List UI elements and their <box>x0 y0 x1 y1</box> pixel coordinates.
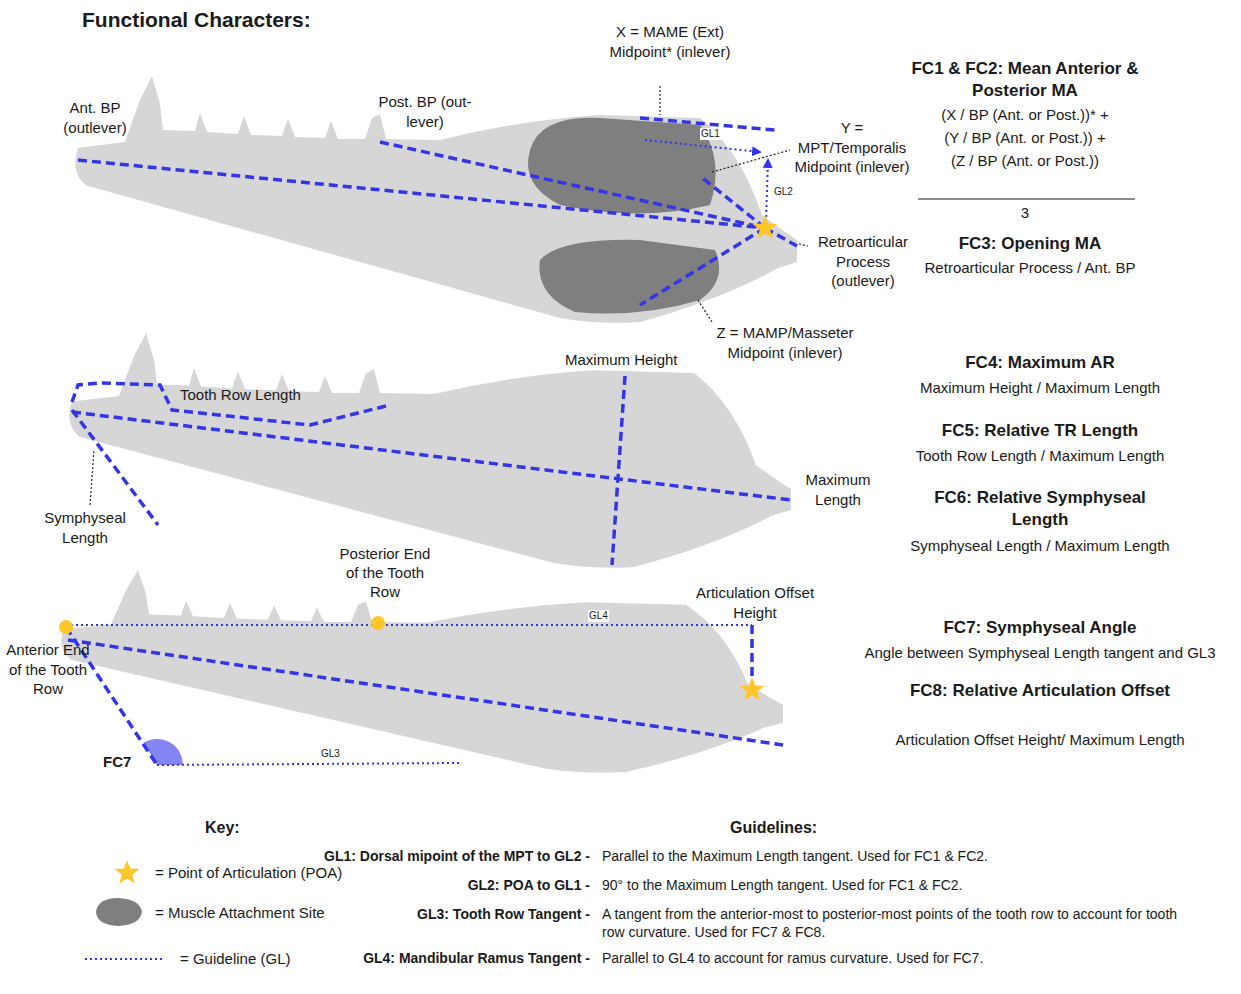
guideline-tag: GL2 <box>773 186 794 198</box>
symphyseal-length <box>72 410 158 525</box>
heading-label: FC7 <box>103 752 131 772</box>
guideline-tag: GL3 <box>320 748 341 760</box>
annotation-label: Retroarticular Process / Ant. BP <box>925 258 1136 278</box>
post-bp-lever <box>380 142 765 228</box>
articulation-star <box>753 215 778 239</box>
annotation-label: Tooth Row Length / Maximum Length <box>916 446 1164 466</box>
muscle-site <box>528 118 716 214</box>
legend-text: = Muscle Attachment Site <box>155 903 325 923</box>
annotation-label: Post. BP (out-lever) <box>375 92 475 131</box>
leader-line <box>659 86 660 115</box>
heading-label: FC7: Symphyseal Angle <box>943 617 1136 639</box>
annotation-label: Y = MPT/Temporalis Midpoint (inlever) <box>792 118 912 177</box>
legend-text: = Point of Articulation (POA) <box>155 863 342 883</box>
annotation-label: Parallel to GL4 to account for ramus cur… <box>602 950 983 968</box>
tooth-row-point <box>371 616 385 630</box>
annotation-label: Angle between Symphyseal Length tangent … <box>864 643 1215 663</box>
annotation-label: 3 <box>1021 203 1029 223</box>
gl3-line <box>157 763 460 765</box>
annotation-label: (Y / BP (Ant. or Post.)) + <box>944 128 1106 148</box>
annotation-label: Symphyseal Length / Maximum Length <box>910 536 1169 556</box>
annotation-label: Ant. BP (outlever) <box>45 98 145 137</box>
heading-label: GL2: POA to GL1 - <box>468 877 590 895</box>
annotation-label: Symphyseal Length <box>38 508 133 547</box>
annotation-label: 90° to the Maximum Length tangent. Used … <box>602 877 962 895</box>
jaw-outline <box>69 333 791 568</box>
annotation-label: (Z / BP (Ant. or Post.)) <box>951 151 1099 171</box>
ant-bp-lever <box>78 160 765 228</box>
y-inlever <box>700 176 765 228</box>
heading-label: FC1 & FC2: Mean Anterior & Posterior MA <box>900 58 1150 102</box>
muscle-site <box>539 240 719 314</box>
articulation-star <box>740 677 765 701</box>
heading-label: GL3: Tooth Row Tangent - <box>417 906 590 924</box>
heading-label: GL1: Dorsal mipoint of the MPT to GL2 - <box>324 848 590 866</box>
heading-label: FC8: Relative Articulation Offset <box>905 680 1175 702</box>
heading-label: FC4: Maximum AR <box>965 352 1115 374</box>
leader-line <box>712 150 790 172</box>
annotation-label: Anterior End of the Tooth Row <box>4 640 92 699</box>
heading-label: Key: <box>205 818 240 839</box>
annotation-label: A tangent from the anterior-most to post… <box>602 906 1182 941</box>
legend-star <box>115 860 140 884</box>
gl2-line <box>766 160 768 222</box>
maximum-length <box>68 640 783 745</box>
heading-label: FC5: Relative TR Length <box>942 420 1138 442</box>
annotation-label: Parallel to the Maximum Length tangent. … <box>602 848 988 866</box>
legend-text: = Guideline (GL) <box>180 949 290 969</box>
fraction-bar <box>918 198 1135 199</box>
gl4-line <box>66 624 752 626</box>
leader-line <box>90 450 94 505</box>
maximum-length <box>72 412 791 500</box>
heading-label: Guidelines: <box>730 818 817 839</box>
annotation-label: Tooth Row Length <box>180 385 301 405</box>
heading-label: GL4: Mandibular Ramus Tangent - <box>363 950 590 968</box>
tooth-row-point <box>59 620 73 634</box>
annotation-label: Maximum Height <box>565 350 678 370</box>
z-inlever <box>640 228 765 305</box>
maximum-height <box>612 376 625 565</box>
guideline-tag: GL4 <box>588 610 609 622</box>
annotation-label: Retroarticular Process (outlever) <box>806 232 921 291</box>
gl1-line <box>645 140 760 152</box>
annotation-label: (X / BP (Ant. or Post.))* + <box>941 105 1109 125</box>
articulation-offset <box>750 625 754 680</box>
heading-label: FC3: Opening MA <box>959 233 1102 255</box>
annotation-label: Posterior End of the Tooth Row <box>335 545 435 601</box>
annotation-label: Maximum Length <box>796 470 881 509</box>
legend-line <box>85 958 165 960</box>
legend-swatch <box>96 898 142 926</box>
leader-line <box>799 244 808 246</box>
guideline-tag: GL1 <box>700 128 721 140</box>
annotation-label: Articulation Offset Height <box>680 583 830 622</box>
annotation-label: Maximum Height / Maximum Length <box>920 378 1160 398</box>
symphyseal-angle <box>144 739 183 765</box>
figure-title: Functional Characters: <box>82 6 311 33</box>
annotation-label: Articulation Offset Height/ Maximum Leng… <box>895 730 1184 750</box>
jaw-outline <box>75 76 797 323</box>
annotation-label: X = MAME (Ext) Midpoint* (inlever) <box>600 22 740 61</box>
heading-label: FC6: Relative Symphyseal Length <box>905 487 1175 531</box>
annotation-label: Z = MAMP/Masseter Midpoint (inlever) <box>700 323 870 362</box>
leader-line <box>698 300 712 322</box>
jaw-outline <box>61 570 783 772</box>
